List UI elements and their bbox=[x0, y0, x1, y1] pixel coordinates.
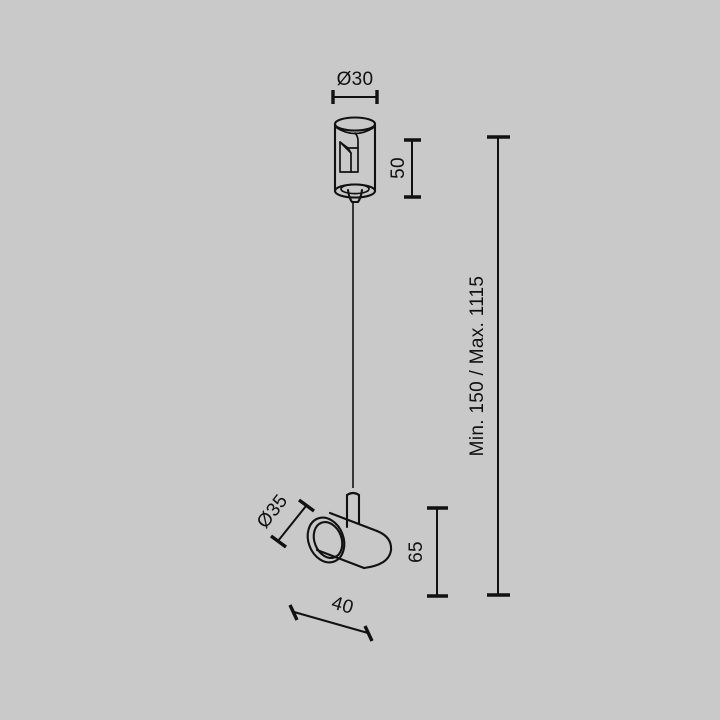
dimension-head-length: 65 bbox=[406, 506, 448, 598]
head-front-inner-ring bbox=[312, 521, 344, 559]
dim-label-head-width: 40 bbox=[329, 593, 356, 619]
head-rear-cap bbox=[362, 529, 393, 570]
dimension-suspension-range: Min. 150 / Max. 1115 bbox=[467, 135, 510, 597]
stem-top-cap bbox=[345, 491, 361, 497]
dim-line-d35 bbox=[277, 505, 307, 542]
dimension-mount-height: 50 bbox=[388, 138, 421, 199]
dim-tick-40-left bbox=[288, 604, 299, 621]
head-bottom-edge bbox=[315, 548, 366, 570]
head-stem bbox=[345, 491, 361, 529]
spotlight-head bbox=[306, 511, 393, 570]
head-top-edge bbox=[328, 511, 379, 533]
mount-slot-detail bbox=[339, 141, 359, 173]
dim-line-40 bbox=[293, 611, 369, 634]
dim-label-head-diameter: Ø35 bbox=[253, 491, 292, 533]
mount-bottom-inner-ellipse bbox=[340, 183, 370, 195]
head-front-outer-ring bbox=[306, 516, 346, 564]
dimension-top-diameter: Ø30 bbox=[331, 69, 379, 104]
mount-slot-inner-edge bbox=[347, 147, 352, 173]
mount-cable-exit-cone bbox=[346, 188, 364, 204]
dim-tick-d35-lower bbox=[269, 534, 288, 549]
mount-slot-upper-edge bbox=[354, 132, 359, 149]
dim-tick-40-right bbox=[363, 625, 374, 642]
ceiling-mount-cylinder bbox=[333, 116, 377, 204]
dimension-head-width: 40 bbox=[288, 593, 374, 642]
mount-top-ellipse bbox=[333, 116, 377, 132]
dim-label-head-length: 65 bbox=[406, 541, 427, 563]
dim-label-top-diameter: Ø30 bbox=[337, 69, 374, 90]
dimension-head-diameter: Ø35 bbox=[253, 491, 316, 549]
dim-tick-d35-upper bbox=[297, 498, 316, 513]
mount-bottom-ellipse bbox=[333, 183, 377, 199]
dim-label-suspension: Min. 150 / Max. 1115 bbox=[467, 276, 488, 457]
dim-label-mount-height: 50 bbox=[388, 157, 409, 179]
